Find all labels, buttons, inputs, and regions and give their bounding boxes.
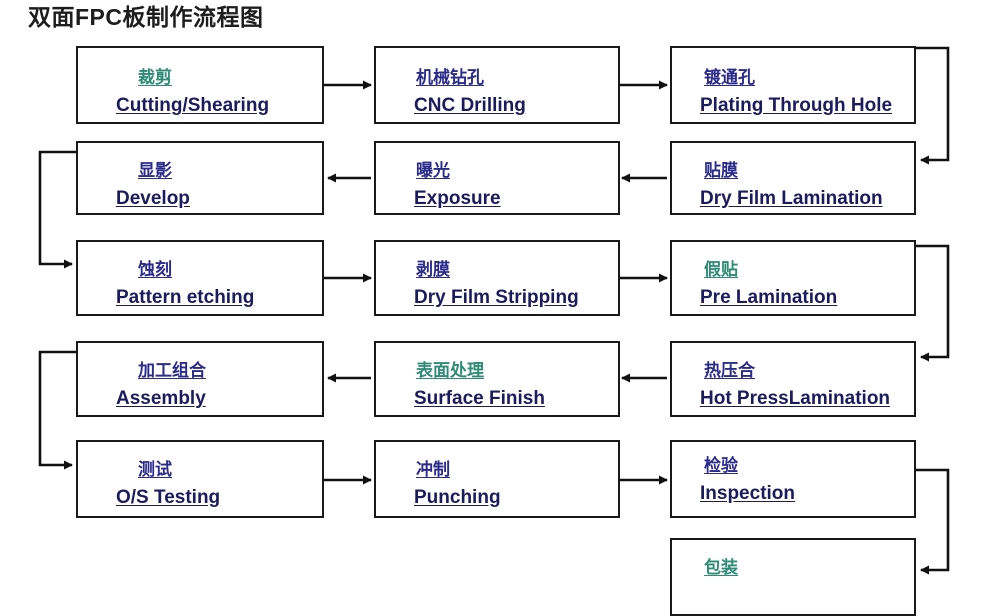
node-develop[interactable]: 显影 Develop: [76, 141, 324, 215]
node-punching-cn: 冲制: [416, 460, 450, 480]
node-plating-through-hole[interactable]: 镀通孔 Plating Through Hole: [670, 46, 916, 124]
node-exposure-en: Exposure: [414, 188, 501, 209]
node-punching[interactable]: 冲制 Punching: [374, 440, 620, 518]
node-develop-cn: 显影: [138, 161, 172, 181]
node-inspection[interactable]: 检验 Inspection: [670, 440, 916, 518]
node-plating-through-hole-en: Plating Through Hole: [700, 95, 893, 116]
node-hot-press-lamination-cn: 热压合: [704, 361, 755, 381]
node-packaging-cn: 包装: [704, 558, 738, 578]
node-exposure-cn: 曝光: [416, 161, 450, 181]
node-packaging[interactable]: 包装: [670, 538, 916, 616]
node-cnc-drilling-en: CNC Drilling: [414, 95, 526, 116]
node-dry-film-lamination-en: Dry Film Lamination: [700, 188, 883, 209]
node-pattern-etching-cn: 蚀刻: [138, 260, 172, 280]
node-assembly[interactable]: 加工组合 Assembly: [76, 341, 324, 417]
node-surface-finish-cn: 表面处理: [416, 361, 484, 381]
node-plating-through-hole-cn: 镀通孔: [704, 68, 755, 88]
node-pattern-etching-en: Pattern etching: [116, 287, 255, 308]
node-pattern-etching[interactable]: 蚀刻 Pattern etching: [76, 240, 324, 316]
node-dry-film-lamination[interactable]: 贴膜 Dry Film Lamination: [670, 141, 916, 215]
node-dry-film-stripping[interactable]: 剥膜 Dry Film Stripping: [374, 240, 620, 316]
arrow-assembly-to-testing: [38, 350, 76, 470]
arrow-develop-to-etching: [38, 150, 76, 269]
page-title: 双面FPC板制作流程图: [28, 4, 264, 30]
node-assembly-en: Assembly: [116, 388, 206, 409]
node-dry-film-stripping-en: Dry Film Stripping: [414, 287, 579, 308]
node-develop-en: Develop: [116, 188, 190, 209]
node-cutting[interactable]: 裁剪 Cutting/Shearing: [76, 46, 324, 124]
node-inspection-en: Inspection: [700, 483, 796, 504]
node-os-testing-cn: 测试: [138, 460, 172, 480]
node-cutting-en: Cutting/Shearing: [116, 95, 270, 116]
node-os-testing-en: O/S Testing: [116, 487, 221, 508]
node-hot-press-lamination[interactable]: 热压合 Hot PressLamination: [670, 341, 916, 417]
node-assembly-cn: 加工组合: [138, 361, 206, 381]
node-dry-film-stripping-cn: 剥膜: [416, 260, 450, 280]
node-pre-lamination[interactable]: 假贴 Pre Lamination: [670, 240, 916, 316]
node-pre-lamination-en: Pre Lamination: [700, 287, 838, 308]
node-inspection-cn: 检验: [704, 456, 738, 476]
node-exposure[interactable]: 曝光 Exposure: [374, 141, 620, 215]
node-pre-lamination-cn: 假贴: [704, 260, 738, 280]
flowchart-canvas: 双面FPC板制作流程图: [28, 4, 950, 616]
node-punching-en: Punching: [414, 487, 501, 508]
node-cnc-drilling-cn: 机械钻孔: [416, 68, 484, 88]
node-dry-film-lamination-cn: 贴膜: [704, 161, 738, 181]
node-cutting-cn: 裁剪: [138, 68, 172, 88]
node-cnc-drilling[interactable]: 机械钻孔 CNC Drilling: [374, 46, 620, 124]
node-surface-finish-en: Surface Finish: [414, 388, 545, 409]
node-os-testing[interactable]: 测试 O/S Testing: [76, 440, 324, 518]
node-hot-press-lamination-en: Hot PressLamination: [700, 388, 891, 409]
node-surface-finish[interactable]: 表面处理 Surface Finish: [374, 341, 620, 417]
